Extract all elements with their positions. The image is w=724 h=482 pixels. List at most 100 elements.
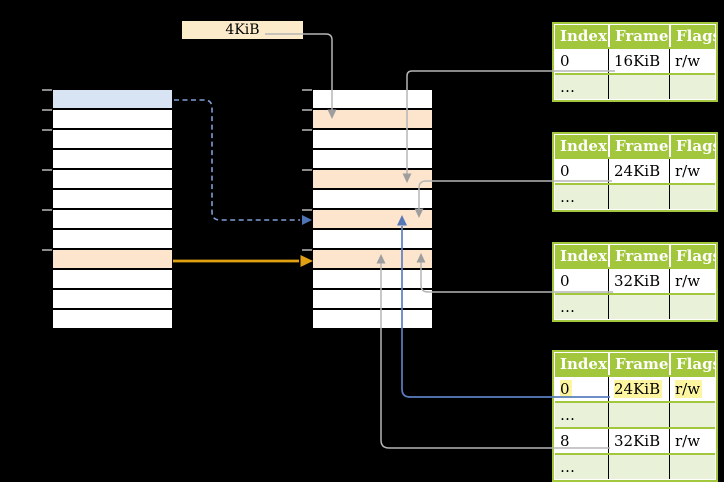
memory-row-white	[313, 90, 432, 108]
page-size-label: 4KiB	[182, 21, 303, 39]
memory-row-white	[313, 310, 432, 328]
page-table-row: 0 32KiB r/w	[555, 267, 715, 293]
col-header-frame: Frame	[608, 245, 669, 267]
memory-row-white	[53, 170, 172, 188]
page-table-3: Index Frame Flags 0 32KiB r/w …	[552, 242, 718, 322]
page-size-label-text: 4KiB	[225, 22, 260, 38]
col-header-index: Index	[560, 137, 607, 155]
memory-row-white	[53, 150, 172, 168]
cell-index: …	[560, 78, 575, 96]
cell-flags	[669, 455, 715, 479]
memory-row-orange	[313, 170, 432, 188]
memory-row-blue	[53, 90, 172, 108]
tick-mark	[302, 169, 312, 171]
cell-index: …	[560, 188, 575, 206]
cell-flags: r/w	[669, 269, 715, 293]
tick-mark	[42, 89, 52, 91]
page-table-4: Index Frame Flags 0 24KiB r/w … 8 32KiB …	[552, 350, 718, 482]
page-table-row: 8 32KiB r/w	[555, 427, 715, 453]
page-table-header: Index Frame Flags	[555, 135, 715, 157]
memory-row-white	[53, 290, 172, 308]
memory-row-orange	[313, 110, 432, 128]
cell-flags	[669, 403, 715, 427]
physical-memory-column	[313, 90, 432, 328]
cell-flags: r/w	[669, 49, 715, 73]
page-table-row: 0 24KiB r/w	[555, 157, 715, 183]
col-header-flags: Flags	[669, 135, 715, 157]
page-table-row: …	[555, 453, 715, 479]
col-header-frame: Frame	[608, 135, 669, 157]
cell-index: …	[560, 298, 575, 316]
cell-index: 0	[560, 52, 570, 70]
cell-frame: 24KiB	[608, 377, 669, 401]
cell-frame	[608, 295, 669, 319]
memory-row-white	[53, 110, 172, 128]
cell-index: 8	[560, 432, 570, 450]
highlight: 24KiB	[614, 380, 663, 398]
tick-mark	[42, 129, 52, 131]
memory-row-white	[313, 290, 432, 308]
col-header-flags: Flags	[669, 245, 715, 267]
cell-flags	[669, 185, 715, 209]
page-table-header: Index Frame Flags	[555, 353, 715, 375]
memory-row-white	[53, 130, 172, 148]
arrowhead-right-icon	[300, 255, 313, 267]
tick-mark	[42, 109, 52, 111]
cell-index: 0	[555, 377, 608, 401]
cell-frame	[608, 455, 669, 479]
virtual-memory-column	[53, 90, 172, 328]
memory-row-white	[53, 230, 172, 248]
cell-index: …	[560, 406, 575, 424]
col-header-index: Index	[560, 247, 607, 265]
tick-mark	[42, 169, 52, 171]
page-table-row: …	[555, 293, 715, 319]
tick-mark	[302, 249, 312, 251]
page-table-header: Index Frame Flags	[555, 245, 715, 267]
page-table-row: …	[555, 73, 715, 99]
memory-row-white	[53, 270, 172, 288]
page-table-row: 0 16KiB r/w	[555, 47, 715, 73]
memory-row-white	[53, 310, 172, 328]
tick-mark	[302, 209, 312, 211]
memory-row-white	[53, 190, 172, 208]
tick-mark	[302, 109, 312, 111]
highlight: 0	[560, 380, 572, 398]
cell-frame: 24KiB	[608, 159, 669, 183]
col-header-index: Index	[560, 27, 607, 45]
cell-flags: r/w	[669, 377, 715, 401]
cell-frame: 32KiB	[608, 269, 669, 293]
page-table-row-highlighted: 0 24KiB r/w	[555, 375, 715, 401]
tick-mark	[42, 249, 52, 251]
memory-row-orange	[313, 210, 432, 228]
cell-flags	[669, 75, 715, 99]
col-header-index: Index	[560, 355, 607, 373]
memory-row-white	[313, 270, 432, 288]
cell-index: …	[560, 458, 575, 476]
page-table-row: …	[555, 183, 715, 209]
memory-row-orange	[313, 250, 432, 268]
col-header-frame: Frame	[608, 353, 669, 375]
cell-index: 0	[560, 162, 570, 180]
cell-flags	[669, 295, 715, 319]
arrowhead-right-icon	[302, 215, 312, 225]
memory-row-white	[313, 130, 432, 148]
cell-index: 0	[560, 272, 570, 290]
connector-virtual-row0-to-physical-row6	[174, 99, 300, 221]
cell-frame	[608, 185, 669, 209]
cell-frame: 16KiB	[608, 49, 669, 73]
col-header-flags: Flags	[669, 25, 715, 47]
page-table-row: …	[555, 401, 715, 427]
tick-mark	[302, 129, 312, 131]
cell-frame	[608, 75, 669, 99]
cell-flags: r/w	[669, 159, 715, 183]
highlight: r/w	[675, 380, 703, 398]
tick-mark	[42, 209, 52, 211]
tick-mark	[302, 89, 312, 91]
cell-frame: 32KiB	[608, 429, 669, 453]
page-table-2: Index Frame Flags 0 24KiB r/w …	[552, 132, 718, 212]
memory-row-white	[313, 190, 432, 208]
memory-row-white	[53, 210, 172, 228]
memory-row-orange	[53, 250, 172, 268]
cell-frame	[608, 403, 669, 427]
